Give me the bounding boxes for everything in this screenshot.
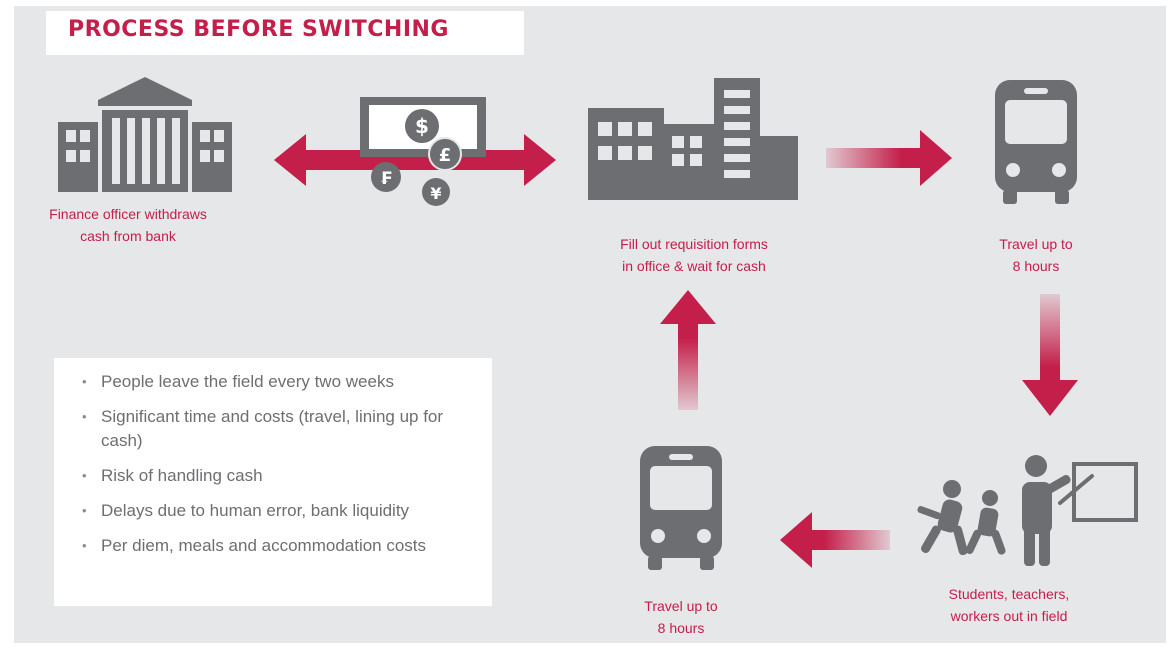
list-item: Significant time and costs (travel, lini… [54, 405, 484, 453]
pound-symbol: £ [439, 145, 452, 166]
caption-travel-2-line-2: 8 hours [657, 620, 705, 636]
dollar-symbol: $ [415, 114, 429, 138]
caption-office-line-1: Fill out requisition forms [620, 236, 768, 252]
list-item: Per diem, meals and accommodation costs [54, 534, 484, 558]
bus-icon [995, 80, 1077, 204]
caption-travel-1-line-1: Travel up to [999, 236, 1073, 252]
list-item: Delays due to human error, bank liquidit… [54, 499, 484, 523]
arrow-to-field [1022, 294, 1078, 416]
caption-bank: Finance officer withdraws cash from bank [38, 203, 218, 247]
yen-symbol: ¥ [430, 184, 441, 203]
office-buildings-icon [588, 78, 798, 200]
franc-symbol: ₣ [380, 169, 392, 189]
caption-office: Fill out requisition forms in office & w… [584, 233, 804, 277]
list-item: People leave the field every two weeks [54, 370, 484, 394]
caption-field: Students, teachers, workers out in field [914, 583, 1104, 627]
issues-list: People leave the field every two weeks S… [54, 370, 484, 569]
bus-icon-2 [640, 446, 722, 570]
caption-bank-line-1: Finance officer withdraws [49, 206, 207, 222]
caption-travel-1: Travel up to 8 hours [976, 233, 1096, 277]
caption-travel-2-line-1: Travel up to [644, 598, 718, 614]
page-title: PROCESS BEFORE SWITCHING [68, 17, 449, 42]
classroom-icon [917, 455, 1138, 566]
arrow-to-office [660, 290, 716, 410]
list-item: Risk of handling cash [54, 464, 484, 488]
bank-icon [58, 77, 232, 192]
caption-field-line-2: workers out in field [950, 608, 1068, 624]
arrow-to-travel-back [780, 512, 890, 568]
caption-travel-2: Travel up to 8 hours [621, 595, 741, 639]
caption-field-line-1: Students, teachers, [948, 586, 1070, 602]
double-arrow [274, 134, 556, 186]
title-box [46, 11, 524, 55]
caption-bank-line-2: cash from bank [80, 228, 176, 244]
arrow-to-travel [826, 130, 952, 186]
caption-travel-1-line-2: 8 hours [1012, 258, 1060, 274]
caption-office-line-2: in office & wait for cash [622, 258, 766, 274]
money-icon: $ £ ₣ ¥ [360, 97, 486, 206]
